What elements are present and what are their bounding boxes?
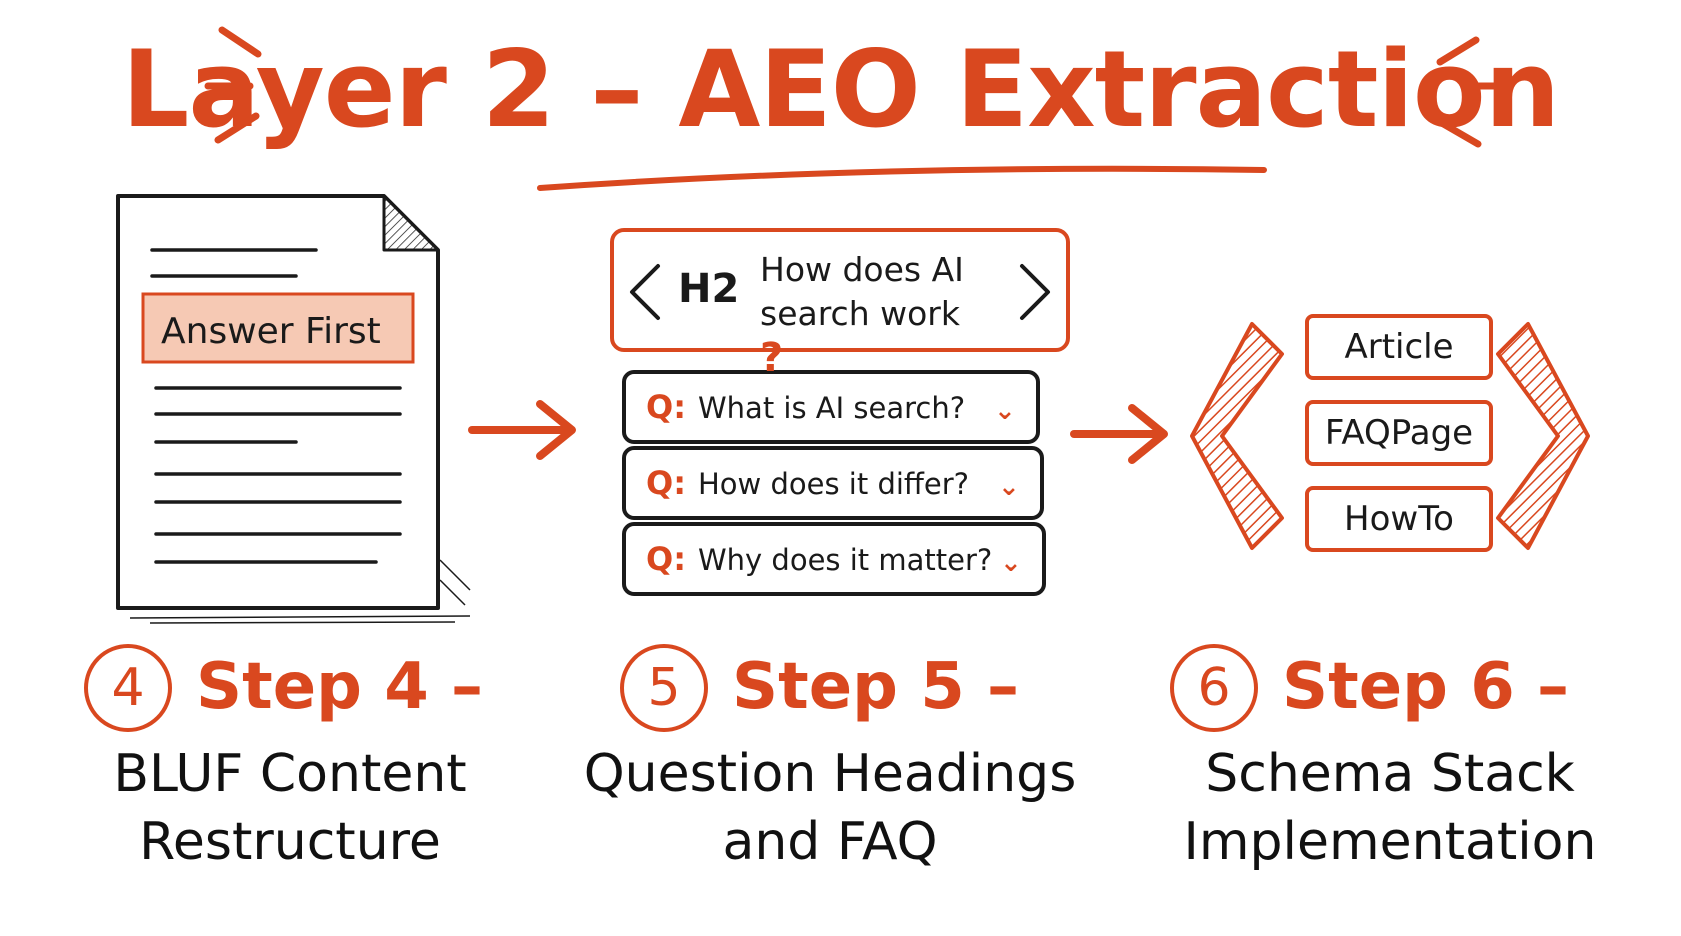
step-desc-line: Restructure (139, 812, 441, 872)
h2-tag: H2 (678, 266, 740, 312)
faq-question: What is AI search? (698, 391, 966, 425)
faq-prefix: Q: (646, 388, 686, 426)
bracket-left-icon (1190, 322, 1284, 550)
chevron-down-icon[interactable]: ⌄ (994, 396, 1016, 426)
faq-question: How does it differ? (698, 467, 970, 501)
faq-item[interactable]: Q: Why does it matter? (646, 539, 992, 580)
bracket-right-icon (1496, 322, 1590, 550)
question-mark-icon: ? (760, 335, 784, 381)
step-heading: Step 6 – (1282, 650, 1569, 724)
step-number-circles (84, 644, 1258, 732)
schema-box-frames (1305, 314, 1493, 552)
step-desc-line: Question Headings (583, 744, 1077, 804)
faq-prefix: Q: (646, 540, 686, 578)
chevron-down-icon[interactable]: ⌄ (1000, 548, 1022, 578)
angle-right-icon (1020, 264, 1050, 320)
answer-first-highlight (141, 292, 415, 364)
faq-question: Why does it matter? (698, 543, 993, 577)
step-description: Question Headings and FAQ (560, 740, 1100, 876)
step-number: 4 (111, 658, 145, 718)
step-desc-line: Implementation (1183, 812, 1597, 872)
h2-line-1: How does AI (760, 250, 964, 289)
title-sparks-left (204, 26, 262, 144)
schema-item-howto: HowTo (1344, 499, 1454, 539)
step-heading: Step 4 – (196, 650, 483, 724)
document-icon (116, 194, 471, 624)
h2-line-2: search work (760, 294, 960, 333)
step-description: BLUF Content Restructure (40, 740, 540, 876)
arrow-icon (468, 400, 576, 460)
step-heading: Step 5 – (732, 650, 1019, 724)
angle-left-icon (630, 264, 660, 320)
faq-card-frames (622, 370, 1046, 596)
title-sparks-right (1436, 36, 1514, 148)
faq-item[interactable]: Q: What is AI search? (646, 387, 965, 428)
arrow-icon (1070, 404, 1168, 464)
faq-item[interactable]: Q: How does it differ? (646, 463, 969, 504)
heading-card (610, 228, 1070, 352)
h2-question: How does AI search work ? (760, 248, 990, 382)
schema-item-faqpage: FAQPage (1324, 413, 1474, 453)
step-number: 6 (1197, 658, 1231, 718)
schema-item-article: Article (1344, 327, 1454, 367)
step-number: 5 (647, 658, 681, 718)
faq-prefix: Q: (646, 464, 686, 502)
title-underline (537, 165, 1267, 191)
step-desc-line: and FAQ (722, 812, 938, 872)
chevron-down-icon[interactable]: ⌄ (998, 472, 1020, 502)
answer-first-label: Answer First (161, 311, 381, 352)
step-description: Schema Stack Implementation (1130, 740, 1650, 876)
step-desc-line: BLUF Content (113, 744, 467, 804)
page-title: Layer 2 – AEO Extraction (121, 28, 1560, 151)
step-desc-line: Schema Stack (1205, 744, 1575, 804)
